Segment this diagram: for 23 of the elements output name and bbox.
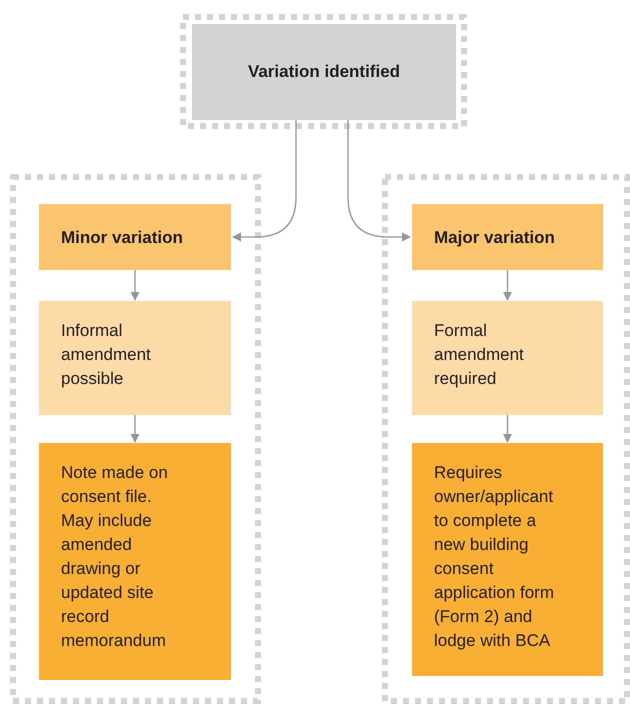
arrow	[232, 120, 297, 242]
start-box	[192, 24, 456, 120]
process-box	[39, 204, 231, 270]
process-box	[412, 443, 603, 676]
box-text: Informal amendment possible	[61, 320, 152, 390]
box-heading: Major variation	[434, 227, 556, 249]
process-box	[39, 301, 231, 415]
box-text: Note made on consent file. May include amended drawing or updated site record memorandum	[61, 462, 169, 652]
process-box	[412, 301, 603, 415]
box-text: Requires owner/applicant to complete a new building consent application form (Form 2) and lodge with BCA	[434, 462, 556, 652]
box-heading: Minor variation	[61, 227, 184, 249]
arrow	[130, 270, 140, 301]
dotted-frame	[180, 14, 467, 129]
box-text: Formal amendment required	[434, 320, 525, 390]
arrow	[503, 270, 512, 301]
arrow	[130, 415, 140, 443]
dotted-panel	[10, 174, 261, 704]
arrow	[347, 120, 411, 242]
process-box	[39, 443, 231, 680]
box-heading: Variation identified	[248, 61, 400, 83]
dotted-panel	[382, 174, 630, 704]
arrow	[503, 415, 512, 443]
process-box	[412, 204, 603, 270]
